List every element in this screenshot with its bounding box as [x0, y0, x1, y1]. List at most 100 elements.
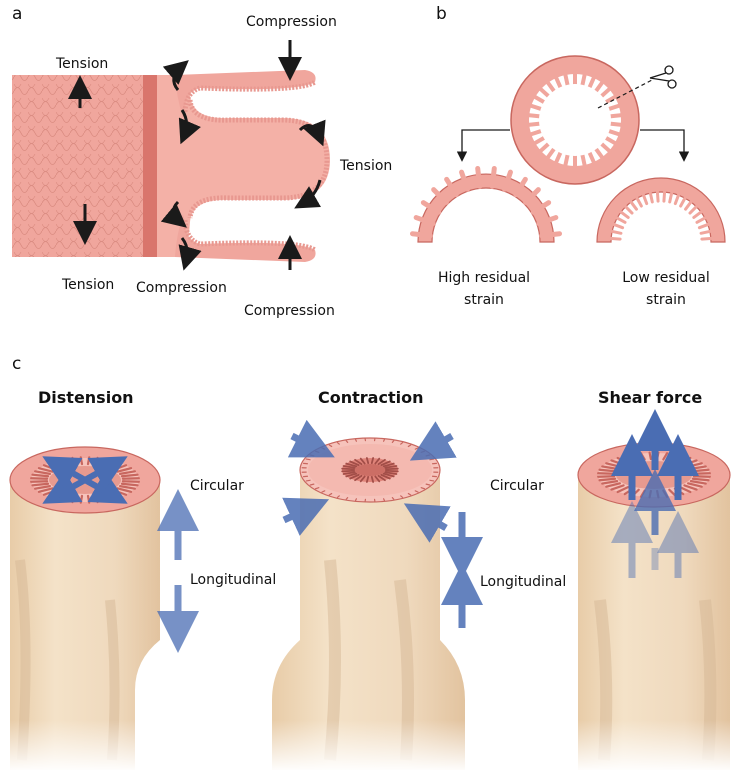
- villus: [603, 135, 618, 146]
- villus: [599, 86, 612, 99]
- villus: [691, 468, 710, 473]
- villus: [391, 496, 395, 500]
- villus: [365, 457, 370, 465]
- villus: [648, 489, 652, 499]
- villus: [601, 480, 619, 485]
- villus: [528, 103, 544, 112]
- villus: [370, 457, 375, 465]
- villus: [599, 141, 612, 154]
- villus: [689, 480, 707, 485]
- title-shear-force: Shear force: [598, 388, 703, 407]
- villus: [538, 141, 551, 154]
- villus: [459, 169, 471, 192]
- villus: [345, 440, 349, 444]
- villus: [86, 494, 91, 504]
- villus: [383, 438, 386, 442]
- label-high-residual-line2: strain: [464, 292, 504, 308]
- villus: [420, 200, 442, 215]
- villus: [692, 472, 711, 475]
- villus: [377, 458, 386, 466]
- villus: [31, 473, 50, 478]
- villus: [400, 495, 404, 499]
- label-tension-bottom-left: Tension: [62, 277, 115, 293]
- villus: [597, 475, 616, 478]
- villus: [684, 199, 694, 211]
- villus: [341, 469, 356, 473]
- villus: [611, 222, 625, 230]
- villus: [603, 94, 618, 105]
- villus: [391, 440, 395, 444]
- villus: [679, 195, 687, 208]
- contraction-arrows: [282, 419, 483, 628]
- villus: [475, 165, 483, 189]
- villus: [121, 477, 140, 480]
- villus: [420, 487, 426, 490]
- label-contraction-circular: Circular: [490, 478, 544, 494]
- villus: [607, 121, 624, 127]
- label-high-residual-strain: High residual strain: [420, 270, 548, 308]
- villus: [545, 79, 557, 94]
- panel-b-high-strain-ring: [409, 165, 563, 243]
- villus: [86, 456, 91, 466]
- villus: [345, 496, 349, 500]
- villus: [593, 79, 605, 94]
- villus: [345, 472, 358, 478]
- villus: [513, 176, 528, 198]
- villus: [699, 229, 713, 235]
- villus: [444, 176, 459, 198]
- villus: [692, 475, 711, 478]
- villus: [429, 479, 435, 482]
- villus: [523, 187, 541, 205]
- villus: [673, 192, 681, 206]
- villus: [553, 75, 563, 91]
- villus: [354, 458, 363, 466]
- villus: [336, 495, 340, 499]
- villus: [528, 128, 544, 137]
- villus: [655, 189, 660, 203]
- villus: [532, 94, 547, 105]
- villus: [309, 454, 315, 457]
- panel-a-arrows: [68, 40, 326, 271]
- villus: [609, 229, 623, 235]
- shear-arrows: [611, 409, 699, 578]
- villus: [120, 482, 139, 487]
- villus: [384, 471, 398, 475]
- villus: [648, 190, 654, 204]
- villus: [563, 72, 570, 88]
- villus: [489, 165, 497, 189]
- villus: [545, 146, 557, 161]
- label-distension-longitudinal: Longitudinal: [190, 572, 277, 588]
- villus: [305, 458, 311, 461]
- villus: [532, 135, 547, 146]
- villus: [628, 199, 638, 211]
- villus: [382, 472, 395, 478]
- label-low-residual-line2: strain: [646, 292, 686, 308]
- title-distension: Distension: [38, 388, 134, 407]
- label-distension-circular: Circular: [190, 478, 244, 494]
- villus: [700, 236, 714, 241]
- villus: [691, 477, 710, 482]
- label-high-residual-line1: High residual: [437, 270, 531, 286]
- distension-tube: [0, 446, 170, 772]
- villus: [429, 458, 435, 461]
- panel-b-full-ring: [510, 55, 677, 185]
- villus: [383, 498, 386, 502]
- villus: [31, 482, 50, 487]
- villus: [342, 465, 356, 469]
- villus: [341, 467, 356, 471]
- villus: [608, 236, 622, 241]
- villus: [692, 209, 704, 219]
- villus: [336, 441, 340, 445]
- villus: [598, 477, 617, 482]
- villus: [121, 480, 140, 483]
- villus: [328, 492, 333, 496]
- panel-b-split-arrows: [456, 129, 690, 162]
- villus: [538, 86, 551, 99]
- villus: [409, 231, 433, 239]
- villus: [384, 465, 398, 469]
- villus: [614, 216, 627, 224]
- villus: [580, 72, 587, 88]
- villus: [587, 75, 597, 91]
- villus: [618, 209, 630, 219]
